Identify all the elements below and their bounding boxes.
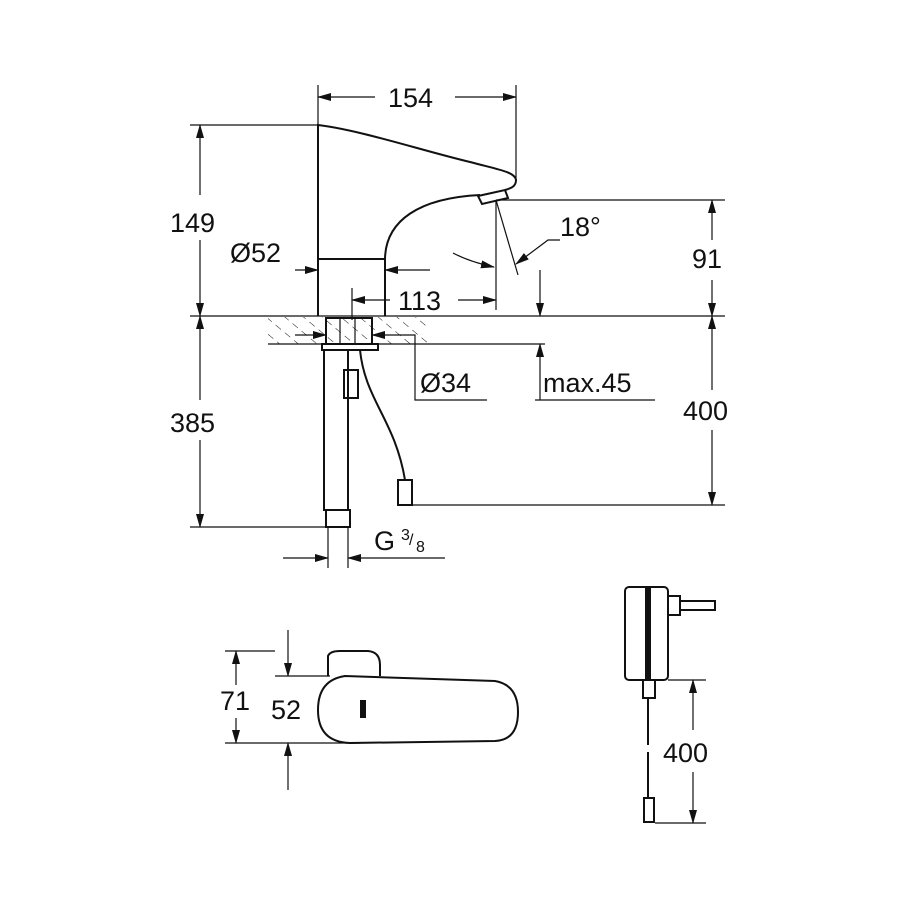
dim-top-view-depth: 71 [220, 686, 250, 716]
countertop [190, 315, 725, 351]
dim-thread-numerator: 3 [401, 527, 410, 544]
dim-top-view-width: 52 [271, 695, 301, 725]
dim-height-total: 149 [170, 208, 215, 238]
dim-hose-length: 385 [170, 408, 215, 438]
dim-top-width: 154 [388, 83, 433, 113]
faucet-side-view [317, 123, 518, 316]
dim-adapter-cable-length: 400 [663, 738, 708, 768]
dim-thread-g: G [374, 526, 395, 556]
dim-max-thickness: max.45 [543, 368, 632, 398]
dim-thread-denominator: 8 [416, 539, 425, 556]
dim-cable-length: 400 [683, 396, 728, 426]
cable-connector [397, 479, 413, 506]
svg-text:/: / [409, 532, 414, 549]
aerator-sensor [476, 188, 510, 206]
dim-hole-diameter: Ø34 [420, 368, 471, 398]
faucet-top-view [225, 630, 520, 790]
dim-spray-angle: 18° [560, 212, 601, 242]
dim-spout-height: 91 [692, 244, 722, 274]
dimension-lines [190, 85, 725, 568]
power-adapter [624, 586, 716, 824]
supply-hose [323, 349, 413, 528]
dim-base-diameter: Ø52 [230, 238, 281, 268]
dim-spout-reach: 113 [398, 286, 441, 316]
